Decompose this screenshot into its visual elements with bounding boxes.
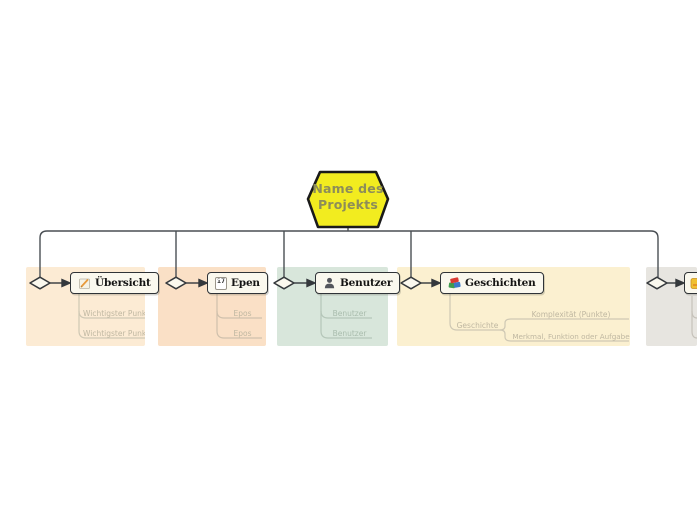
subtopic-komplexitaet[interactable]: Komplexität (Punkte): [531, 310, 611, 319]
topic-label: Epen: [231, 277, 260, 289]
subtopic-epos-1[interactable]: Epos: [233, 309, 252, 318]
root-node-label: Name des Projekts: [312, 181, 384, 213]
topic-label: Geschichten: [465, 277, 536, 289]
calendar-day: 17: [216, 277, 226, 285]
topic-epen[interactable]: 17 Epen: [207, 272, 268, 294]
diamond-connectors[interactable]: [29, 276, 668, 290]
subtopic-epos-2[interactable]: Epos: [233, 329, 252, 338]
user-icon: [324, 277, 335, 288]
memo-pencil-icon: [79, 278, 90, 289]
subtopic-benutzer-2[interactable]: Benutzer: [332, 329, 367, 338]
books-icon: [448, 276, 461, 288]
subtopic-wichtigster-punkt-2[interactable]: Wichtigster Punkt: [83, 329, 145, 338]
topic-label: Übersicht: [95, 277, 151, 289]
calendar-icon: 17: [215, 276, 227, 290]
subtopic-merkmal[interactable]: Merkmal, Funktion oder Aufgabe: [512, 332, 630, 341]
topic-label: Benutzer: [340, 277, 393, 289]
subtopic-geschichte[interactable]: Geschichte: [456, 321, 499, 330]
cropped-icon: [690, 277, 697, 289]
topic-geschichten[interactable]: Geschichten: [440, 272, 544, 294]
subtopic-benutzer-1[interactable]: Benutzer: [332, 309, 367, 318]
topic-benutzer[interactable]: Benutzer: [315, 272, 401, 294]
root-node-hexagon[interactable]: [306, 170, 390, 229]
topic-cropped[interactable]: [684, 272, 697, 294]
subtopic-wichtigster-punkt-1[interactable]: Wichtigster Punkt: [83, 309, 145, 318]
topic-uebersicht[interactable]: Übersicht: [70, 272, 159, 294]
